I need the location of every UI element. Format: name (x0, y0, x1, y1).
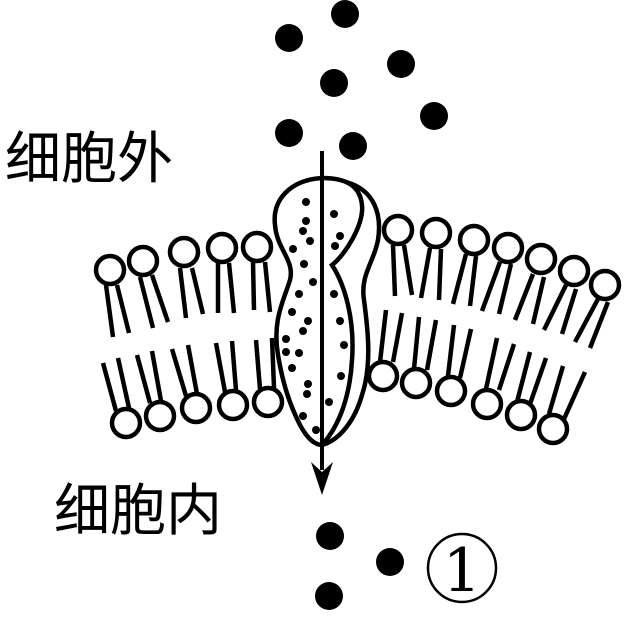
phospholipid (504, 351, 549, 432)
phospholipid (126, 244, 171, 329)
phospholipid (205, 231, 239, 314)
molecule (275, 119, 303, 147)
label-extracellular: 细胞外 (5, 127, 173, 192)
phospholipid (93, 253, 132, 338)
marker-number: 1 (443, 536, 481, 606)
phospholipid (512, 242, 558, 325)
membrane-right-lower-leaflet (366, 309, 588, 446)
phospholipid (167, 235, 206, 319)
membrane-left-lower-leaflet (100, 337, 285, 440)
intracellular-molecules (315, 522, 404, 610)
phospholipid (366, 309, 405, 393)
phospholipid (470, 337, 517, 421)
molecule (420, 102, 448, 130)
channel-protein (272, 175, 382, 448)
protein-right-subunit (320, 175, 365, 447)
molecule (376, 548, 404, 576)
molecule (316, 522, 344, 550)
membrane-right-upper-leaflet (381, 213, 622, 349)
molecule (331, 0, 359, 28)
phospholipid (573, 268, 622, 349)
marker-label-1: 1 (426, 532, 498, 606)
extracellular-molecules (275, 0, 448, 160)
phospholipid (399, 316, 439, 400)
molecule (387, 50, 415, 78)
phospholipid (536, 365, 588, 446)
phospholipid (100, 357, 143, 440)
phospholipid (240, 230, 274, 313)
label-intracellular: 细胞内 (54, 479, 222, 544)
phospholipid (434, 324, 474, 408)
protein-outer-contour (321, 179, 382, 448)
phospholipid (213, 340, 250, 422)
molecule (275, 24, 303, 52)
phospholipid (479, 231, 525, 315)
phospholipid (381, 213, 415, 297)
phospholipid (169, 344, 213, 425)
membrane-left-upper-leaflet (93, 230, 274, 338)
phospholipid (251, 337, 285, 419)
molecule (339, 132, 367, 160)
protein-left-subunit (272, 175, 323, 448)
phospholipid (418, 216, 453, 301)
transport-direction-arrow (311, 151, 333, 495)
molecule (320, 69, 348, 97)
molecule (315, 582, 343, 610)
phospholipid (134, 350, 177, 433)
phospholipid (450, 223, 491, 307)
phospholipid (541, 254, 591, 335)
protein-interior-particles (282, 198, 348, 434)
